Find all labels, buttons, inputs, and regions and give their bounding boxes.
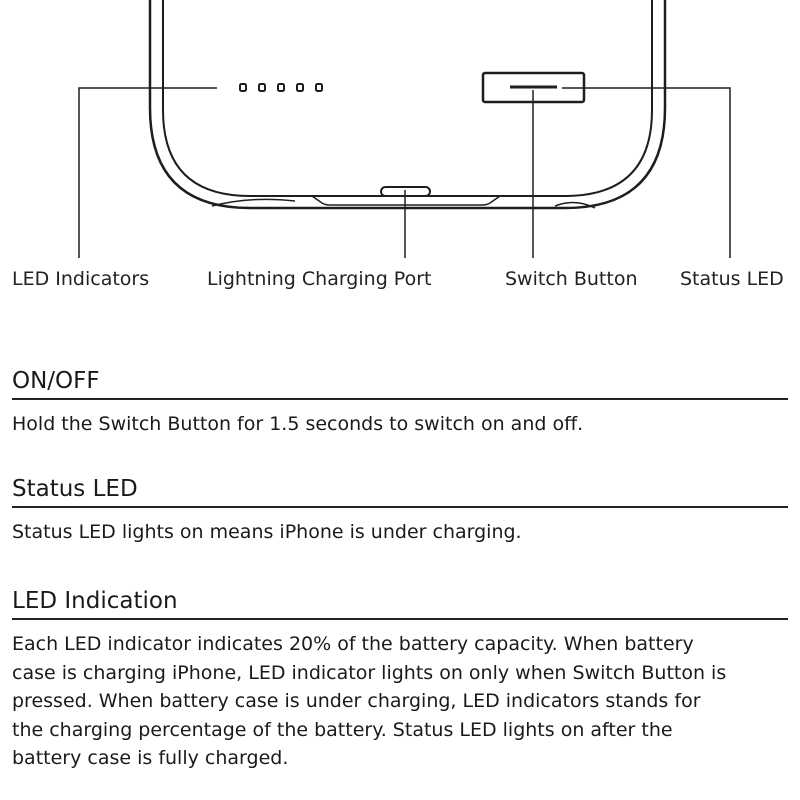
callout-led-indicators bbox=[78, 87, 217, 258]
left-corner-detail bbox=[211, 198, 296, 207]
section-heading: Status LED bbox=[12, 476, 788, 508]
callout-status-led bbox=[562, 87, 731, 258]
section-body: Hold the Switch Button for 1.5 seconds t… bbox=[12, 413, 584, 435]
bottom-recess bbox=[311, 195, 501, 206]
led-indicator-dots bbox=[239, 83, 323, 92]
section-body: Each LED indicator indicates 20% of the … bbox=[12, 633, 727, 769]
section-led-indication: LED Indication Each LED indicator indica… bbox=[12, 588, 788, 773]
led-dot bbox=[277, 83, 285, 92]
led-dot bbox=[239, 83, 247, 92]
case-inner-outline bbox=[162, 0, 653, 197]
section-body: Status LED lights on means iPhone is und… bbox=[12, 521, 522, 543]
section-heading: LED Indication bbox=[12, 588, 788, 620]
led-dot bbox=[315, 83, 323, 92]
battery-case-diagram bbox=[78, 0, 731, 258]
led-dot bbox=[258, 83, 266, 92]
section-status-led: Status LED Status LED lights on means iP… bbox=[12, 476, 788, 547]
label-switch-button: Switch Button bbox=[505, 268, 638, 290]
label-lightning-port: Lightning Charging Port bbox=[207, 268, 432, 290]
led-dot bbox=[296, 83, 304, 92]
label-led-indicators: LED Indicators bbox=[12, 268, 150, 290]
right-corner-detail bbox=[554, 201, 596, 209]
section-heading: ON/OFF bbox=[12, 368, 788, 400]
section-on-off: ON/OFF Hold the Switch Button for 1.5 se… bbox=[12, 368, 788, 439]
label-status-led: Status LED bbox=[680, 268, 784, 290]
case-outer-outline bbox=[148, 0, 667, 210]
callout-lines bbox=[78, 87, 731, 258]
